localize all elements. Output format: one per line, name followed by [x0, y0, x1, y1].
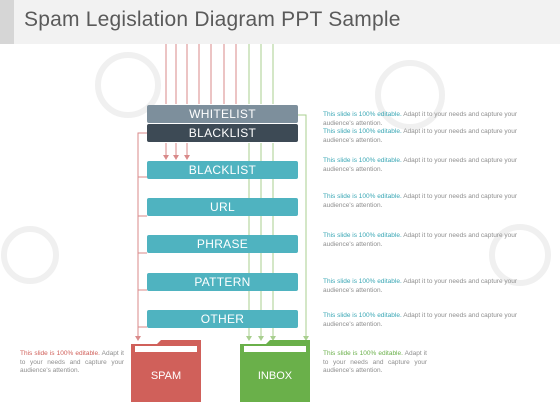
desc-highlight: This slide is 100% editable. [323, 232, 402, 239]
description-other: This slide is 100% editable. Adapt it to… [323, 312, 545, 329]
description-whitelist: This slide is 100% editable. Adapt it to… [323, 111, 545, 128]
desc-rest: Adapt it to your needs and capture your … [323, 193, 518, 209]
spam-description: This slide is 100% editable. Adapt it to… [20, 350, 124, 376]
desc-highlight: This slide is 100% editable. [20, 350, 100, 357]
desc-highlight: This slide is 100% editable. [323, 157, 402, 164]
filter-box-blacklist: BLACKLIST [147, 161, 298, 179]
box-label: PHRASE [196, 237, 249, 251]
filter-box-url: URL [147, 198, 298, 216]
desc-highlight: This slide is 100% editable. [323, 350, 403, 357]
blacklist-drop-arrows [163, 155, 190, 160]
filter-box-pattern: PATTERN [147, 273, 298, 291]
filter-box-other: OTHER [147, 310, 298, 328]
desc-rest: Adapt it to your needs and capture your … [323, 278, 518, 294]
inbox-folder: INBOX [240, 340, 310, 402]
desc-rest: Adapt it to your needs and capture your … [323, 111, 518, 127]
title-accent [0, 0, 14, 44]
description-url: This slide is 100% editable. Adapt it to… [323, 193, 545, 210]
inbox-arrows [246, 336, 309, 341]
slide-title: Spam Legislation Diagram PPT Sample [24, 8, 401, 31]
description-phrase: This slide is 100% editable. Adapt it to… [323, 232, 545, 249]
box-label: BLACKLIST [188, 126, 257, 140]
incoming-lines [165, 44, 274, 104]
inbox-label: INBOX [257, 370, 293, 382]
spam-path [137, 132, 147, 338]
desc-highlight: This slide is 100% editable. [323, 278, 402, 285]
inbox-description: This slide is 100% editable. Adapt it to… [323, 350, 427, 376]
box-label: BLACKLIST [188, 163, 257, 177]
desc-rest: Adapt it to your needs and capture your … [323, 232, 518, 248]
description-blacklist: This slide is 100% editable. Adapt it to… [323, 157, 545, 174]
box-label: OTHER [200, 312, 245, 326]
background-bulb-icons [1, 52, 551, 286]
description-pattern: This slide is 100% editable. Adapt it to… [323, 278, 545, 295]
filter-box-whitelist: WHITELIST [147, 105, 298, 123]
spam-arrow [135, 336, 141, 341]
description-blacklist-primary: This slide is 100% editable. Adapt it to… [323, 128, 545, 145]
inbox-path [248, 114, 307, 338]
title-bar: Spam Legislation Diagram PPT Sample [0, 0, 560, 44]
filter-box-blacklist-primary: BLACKLIST [147, 124, 298, 142]
desc-highlight: This slide is 100% editable. [323, 128, 402, 135]
desc-rest: Adapt it to your needs and capture your … [323, 128, 518, 144]
box-label: URL [210, 200, 235, 214]
desc-highlight: This slide is 100% editable. [323, 312, 402, 319]
inbox-folder-icon [240, 340, 310, 402]
spam-folder: SPAM [131, 340, 201, 402]
desc-rest: Adapt it to your needs and capture your … [20, 350, 124, 374]
filter-box-phrase: PHRASE [147, 235, 298, 253]
box-label: WHITELIST [189, 107, 256, 121]
spam-label: SPAM [150, 370, 182, 382]
desc-highlight: This slide is 100% editable. [323, 193, 402, 200]
desc-rest: Adapt it to your needs and capture your … [323, 312, 518, 328]
spam-folder-icon [131, 340, 201, 402]
desc-highlight: This slide is 100% editable. [323, 111, 402, 118]
desc-rest: Adapt it to your needs and capture your … [323, 157, 518, 173]
desc-rest: Adapt it to your needs and capture your … [323, 350, 427, 374]
box-label: PATTERN [194, 275, 251, 289]
